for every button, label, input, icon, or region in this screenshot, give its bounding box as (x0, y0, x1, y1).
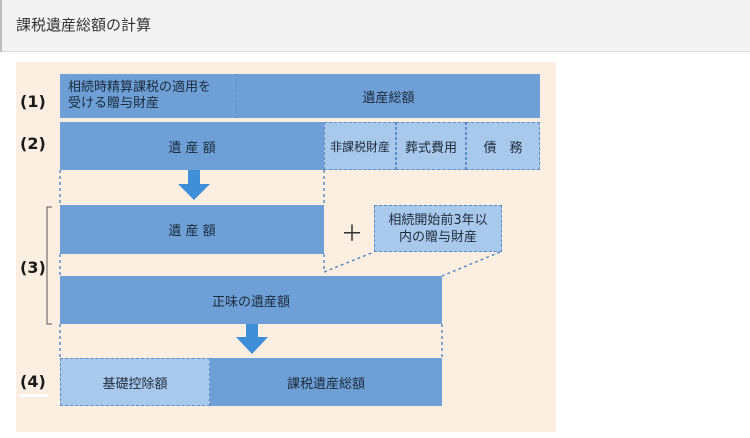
non-taxable-box: 非課税財産 (324, 122, 396, 170)
debts-box: 債 務 (466, 122, 540, 170)
gift-property-box: 相続時精算課税の適用を受ける贈与財産 (60, 74, 236, 118)
plus-sign: ＋ (341, 222, 364, 247)
estate-amount-box-2: 遺 産 額 (60, 205, 324, 254)
estate-amount-box: 遺 産 額 (60, 122, 324, 170)
funeral-expense-box: 葬式費用 (396, 122, 466, 170)
header-accent-bar (0, 0, 2, 52)
gifts-within-3-years-box: 相続開始前3年以内の贈与財産 (374, 205, 502, 252)
row-label-1: (1) (20, 92, 46, 111)
diagram-panel: (1) (2) (3) (4) 相続時精算課税の適用を受ける贈与財産 遺産総額 … (16, 62, 556, 432)
down-arrow-1 (178, 170, 210, 200)
row-label-4-underline (20, 394, 48, 397)
row-label-4: (4) (20, 372, 46, 391)
down-arrow-2 (236, 324, 268, 354)
row-label-2: (2) (20, 134, 46, 153)
page-header: 課税遺産総額の計算 (0, 0, 750, 52)
net-estate-box: 正味の遺産額 (60, 276, 442, 324)
taxable-total-box: 課税遺産総額 (210, 358, 442, 406)
total-estate-box: 遺産総額 (236, 74, 540, 118)
row-label-3: (3) (20, 258, 46, 277)
connector-lines (46, 170, 501, 358)
basic-deduction-box: 基礎控除額 (60, 358, 210, 406)
page-title: 課税遺産総額の計算 (16, 16, 152, 34)
